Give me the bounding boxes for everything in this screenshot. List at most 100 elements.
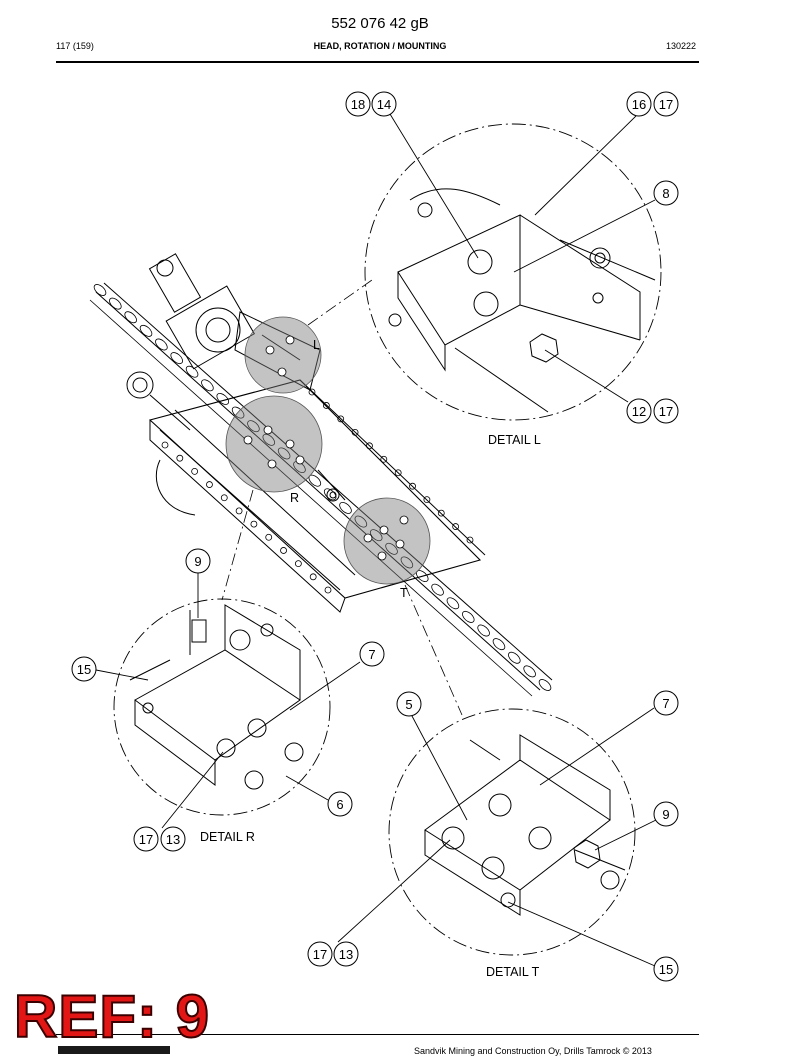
chain-link — [155, 338, 168, 351]
rotation-head-assembly — [89, 253, 553, 697]
chain-link — [385, 542, 398, 555]
beam-hole — [452, 523, 460, 530]
chain-link — [492, 638, 506, 651]
chain-link — [523, 665, 536, 678]
callout-6: 6 — [327, 791, 353, 817]
detail-t-label: DETAIL T — [486, 965, 540, 979]
beam-hole — [366, 442, 373, 450]
callout-17: 17 — [653, 91, 679, 117]
callout-leaders — [95, 113, 657, 967]
svg-text:17: 17 — [659, 404, 673, 419]
beam-hole — [235, 507, 243, 515]
callout-9: 9 — [185, 548, 211, 574]
detail-highlights — [225, 316, 431, 585]
svg-text:5: 5 — [405, 697, 412, 712]
beam-hole — [280, 547, 287, 554]
marker-t: T — [400, 586, 408, 600]
callout-13: 13 — [160, 826, 186, 852]
beam-hole — [176, 454, 184, 462]
callout-15: 15 — [653, 956, 679, 982]
beam-hole — [394, 469, 402, 477]
callout-14: 14 — [371, 91, 397, 117]
callout-13: 13 — [333, 941, 359, 967]
beam-hole — [294, 560, 302, 568]
callout-18: 18 — [345, 91, 371, 117]
chain-link — [124, 311, 137, 324]
beam-hole — [337, 415, 345, 423]
chain-links — [93, 284, 552, 691]
beam-hole — [265, 533, 273, 541]
callout-16: 16 — [626, 91, 652, 117]
svg-text:13: 13 — [166, 832, 180, 847]
chain-link — [354, 515, 368, 528]
chain-link — [277, 447, 291, 460]
beam-hole — [466, 536, 474, 544]
detail-l — [364, 123, 662, 421]
chain-link — [201, 379, 214, 392]
svg-text:7: 7 — [368, 647, 375, 662]
detail-r — [113, 598, 331, 816]
beam-hole — [309, 573, 317, 581]
callout-7: 7 — [653, 690, 679, 716]
callout-9: 9 — [653, 801, 679, 827]
svg-text:13: 13 — [339, 947, 353, 962]
marker-r: R — [290, 491, 299, 505]
chain-link — [139, 324, 153, 337]
detail-l-label: DETAIL L — [488, 433, 541, 447]
chain-link — [508, 651, 521, 664]
highlight-t — [343, 497, 431, 585]
detail-r-label: DETAIL R — [200, 830, 255, 844]
svg-text:15: 15 — [659, 962, 673, 977]
chain-link — [216, 393, 230, 405]
brand-logo — [58, 1046, 170, 1054]
svg-text:17: 17 — [313, 947, 327, 962]
document-number: 552 076 42 gB — [331, 15, 429, 32]
chain-link — [538, 679, 552, 691]
beam-hole — [191, 467, 199, 475]
chain-link — [339, 501, 352, 514]
highlight-r — [225, 395, 323, 493]
beam-hole — [423, 496, 431, 504]
marker-l: L — [313, 338, 320, 352]
highlight-l — [244, 316, 322, 394]
svg-text:14: 14 — [377, 97, 391, 112]
beam-hole — [250, 520, 258, 528]
chain-link — [93, 284, 107, 296]
callout-12: 12 — [626, 398, 652, 424]
chain-link — [247, 420, 260, 433]
beam-hole — [324, 586, 332, 594]
chain-link — [170, 352, 183, 365]
callout-8: 8 — [653, 180, 679, 206]
beam-hole — [380, 455, 388, 463]
svg-text:12: 12 — [632, 404, 646, 419]
svg-text:16: 16 — [632, 97, 646, 112]
highlight-bolts — [243, 335, 409, 561]
chain-link — [400, 556, 414, 569]
callout-17: 17 — [133, 826, 159, 852]
hydraulic-fitting — [126, 371, 191, 431]
beam-hole — [322, 402, 330, 409]
svg-text:17: 17 — [659, 97, 673, 112]
page-count: 117 (159) — [56, 41, 94, 51]
chain-link — [477, 624, 490, 637]
feed-beam — [148, 379, 482, 599]
detail-t — [388, 708, 636, 956]
header-divider — [56, 61, 699, 63]
beam-hole — [308, 388, 316, 396]
chain-link — [293, 461, 306, 474]
callout-15: 15 — [71, 656, 97, 682]
svg-text:7: 7 — [662, 696, 669, 711]
footer-divider — [56, 1034, 699, 1035]
svg-text:17: 17 — [139, 832, 153, 847]
section-title: HEAD, ROTATION / MOUNTING — [313, 41, 447, 51]
svg-text:8: 8 — [662, 186, 669, 201]
svg-text:6: 6 — [336, 797, 343, 812]
ref-stamp: REF: 9 — [13, 982, 211, 1051]
date-code: 130222 — [666, 41, 697, 51]
chain-link — [369, 529, 383, 542]
beam-hole — [206, 481, 213, 488]
beam-hole — [161, 441, 169, 449]
callout-17: 17 — [653, 398, 679, 424]
chain-link — [262, 433, 276, 446]
beam-hole — [220, 494, 228, 502]
